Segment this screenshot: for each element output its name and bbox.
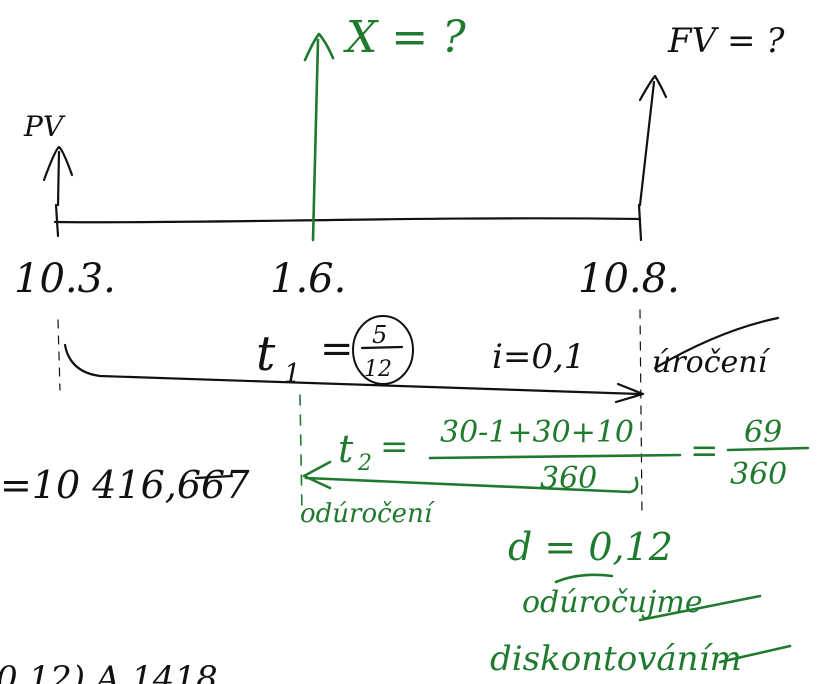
timeline-axis	[53, 217, 642, 224]
word-discounting: odúročení	[300, 499, 436, 529]
t2-fraction-bar	[428, 453, 682, 460]
word-interest-underline	[653, 316, 780, 370]
t1-formula: t 1 = 5 12 i=0,1 úročení	[256, 315, 780, 389]
compounding-arrow-head	[614, 382, 645, 404]
date-mid: 1.6.	[270, 256, 346, 302]
discounting-arrow-head	[302, 460, 332, 490]
t1-subscript: 1	[284, 359, 301, 389]
fv-arrow: FV = ?	[638, 21, 785, 207]
t1-fraction-bar	[360, 345, 404, 350]
fv-arrow-head	[638, 74, 668, 102]
timeline	[53, 203, 643, 242]
timeline-tick-start	[54, 203, 60, 238]
x-arrow: X = ?	[303, 12, 466, 242]
result-numerator: 69	[744, 415, 782, 450]
t1-equals: =	[320, 326, 354, 372]
pv-value: =10 416,667	[0, 463, 250, 507]
fv-label: FV = ?	[667, 21, 785, 61]
timeline-tick-end	[637, 203, 643, 242]
x-arrow-shaft	[311, 38, 320, 242]
result-fraction-bar	[726, 446, 810, 452]
discount-rate: d = 0,12	[508, 525, 673, 569]
t2-formula: t 2 = 30-1+30+10 360 = 69 360	[338, 415, 810, 496]
t1-numerator: 5	[372, 321, 387, 349]
date-end: 10.8.	[578, 256, 680, 302]
word-interest: úročení	[652, 345, 771, 380]
pv-arrow-head	[42, 145, 74, 182]
pv-arrow-shaft	[56, 150, 61, 207]
discounting-arrow	[302, 460, 639, 494]
compounding-arrow-line	[63, 343, 642, 396]
pv-value-strike	[194, 474, 234, 480]
note-line-1-underline	[638, 594, 762, 622]
rate-i: i=0,1	[492, 337, 585, 377]
t1-circle	[352, 315, 414, 385]
date-start: 10.3.	[14, 256, 116, 302]
note-line-2: diskontováním	[490, 639, 742, 679]
t2-subscript: 2	[357, 451, 372, 476]
discount-note-mark	[554, 573, 614, 584]
compounding-arrow	[63, 343, 645, 404]
drop-line-mid	[299, 394, 303, 516]
result-equals: =	[690, 431, 719, 471]
t2-equals: =	[380, 427, 409, 467]
note-line-1: odúročujme	[522, 585, 703, 620]
x-arrow-head	[303, 32, 335, 62]
drop-line-end	[639, 309, 643, 516]
t1-denominator: 12	[364, 357, 392, 382]
result-denominator: 360	[730, 457, 787, 492]
drop-line-start	[57, 319, 61, 391]
discounting-arrow-line	[304, 476, 639, 494]
x-label: X = ?	[343, 12, 466, 63]
bottom-fragment: 0,12) A 1418	[0, 659, 218, 684]
pv-arrow: PV	[23, 110, 74, 207]
fv-arrow-shaft	[638, 80, 656, 207]
t2-symbol: t	[338, 427, 354, 471]
note-line-2-underline	[718, 644, 792, 664]
pv-label: PV	[23, 110, 66, 143]
t1-symbol: t	[256, 326, 276, 382]
t2-numerator: 30-1+30+10	[440, 415, 634, 450]
